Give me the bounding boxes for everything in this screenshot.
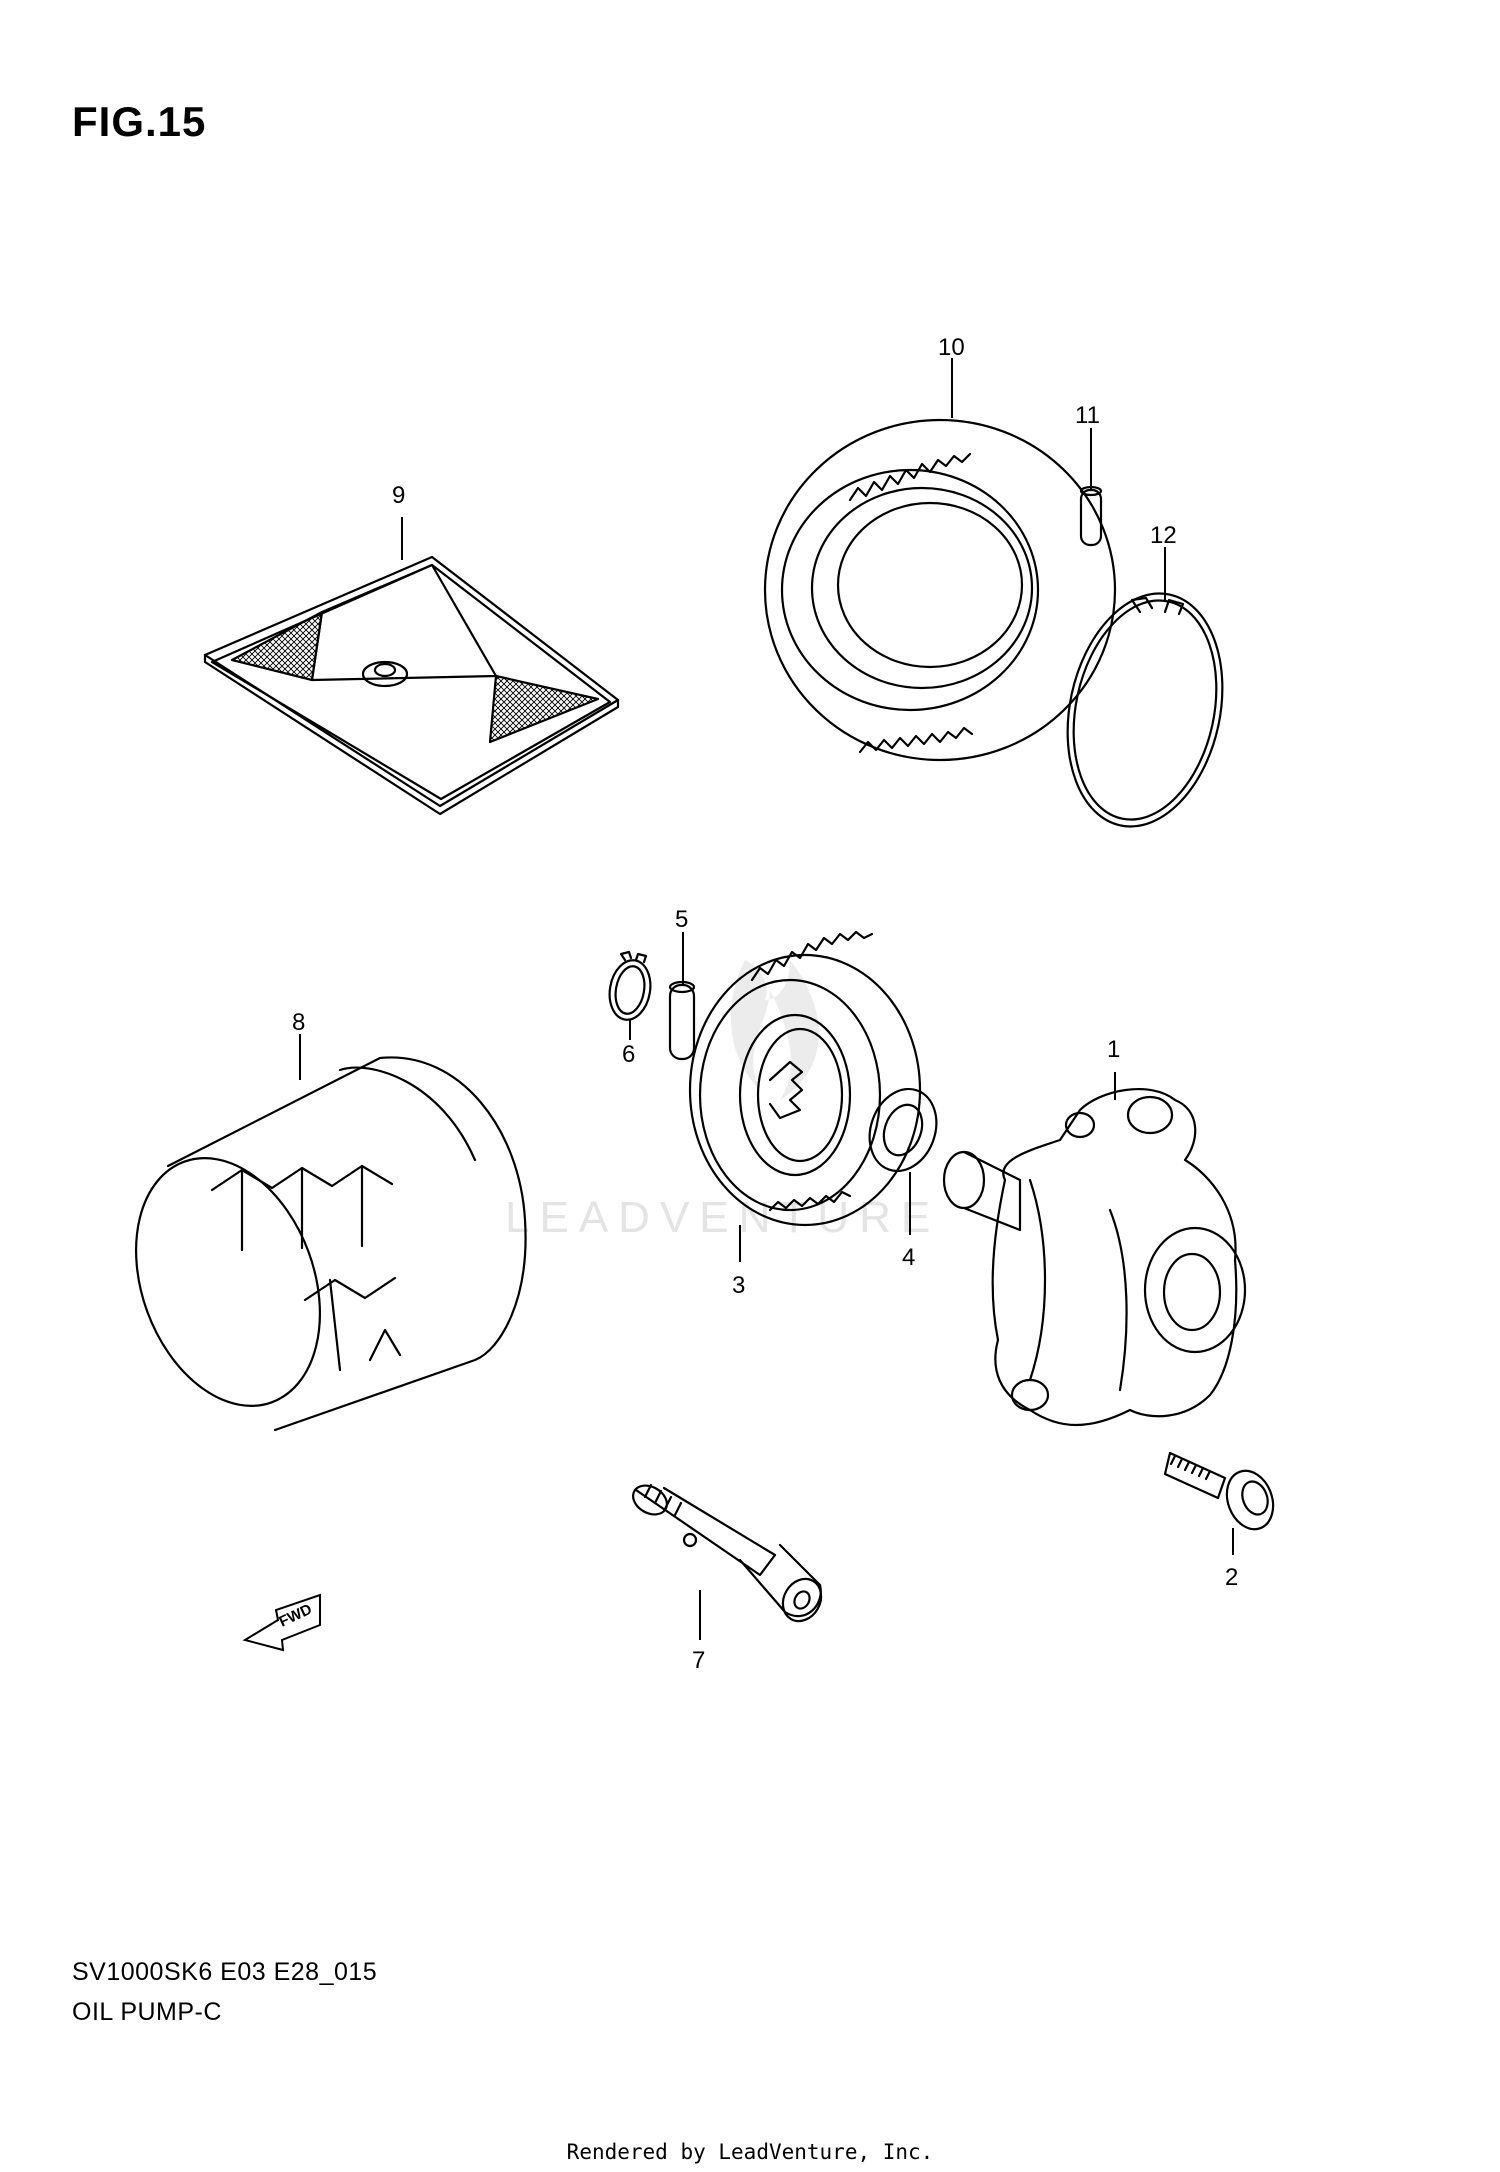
callout-9: 9	[392, 482, 405, 509]
callout-4: 4	[902, 1244, 915, 1271]
pin-small-part	[668, 980, 696, 1061]
circlip-small-part	[608, 950, 652, 1021]
watermark: LEADVENTURE	[505, 960, 940, 1242]
fwd-arrow-badge: FWD	[242, 1593, 321, 1652]
figure-title: FIG.15	[72, 98, 207, 145]
callout-3: 3	[732, 1272, 745, 1299]
figure-name: OIL PUMP-C	[72, 1998, 222, 2026]
callout-6: 6	[622, 1041, 635, 1068]
callouts: 9 10 11 12 5 6 1 8 3 4 2 7	[292, 334, 1238, 1674]
callout-8: 8	[292, 1009, 305, 1036]
callout-1: 1	[1107, 1036, 1120, 1063]
callout-12: 12	[1150, 522, 1177, 549]
callout-7: 7	[692, 1647, 705, 1674]
union-part	[632, 1483, 823, 1623]
oil-filter-part	[134, 1056, 527, 1432]
washer-part	[868, 1087, 938, 1173]
callout-2: 2	[1225, 1564, 1238, 1591]
leader-lines	[299, 358, 1234, 1640]
figure-model-code: SV1000SK6 E03 E28_015	[72, 1958, 378, 1986]
credit-line: Rendered by LeadVenture, Inc.	[566, 2140, 934, 2164]
callout-11: 11	[1075, 402, 1100, 429]
callout-5: 5	[675, 906, 688, 933]
gear-large-part	[763, 418, 1117, 762]
oil-strainer-part	[203, 555, 620, 816]
circlip-upper-part	[1066, 592, 1224, 828]
oil-pump-part	[942, 1088, 1247, 1426]
watermark-text: LEADVENTURE	[505, 1193, 940, 1242]
callout-10: 10	[938, 334, 965, 361]
bolt-part	[1163, 1451, 1275, 1531]
driven-gear-part	[688, 930, 922, 1227]
